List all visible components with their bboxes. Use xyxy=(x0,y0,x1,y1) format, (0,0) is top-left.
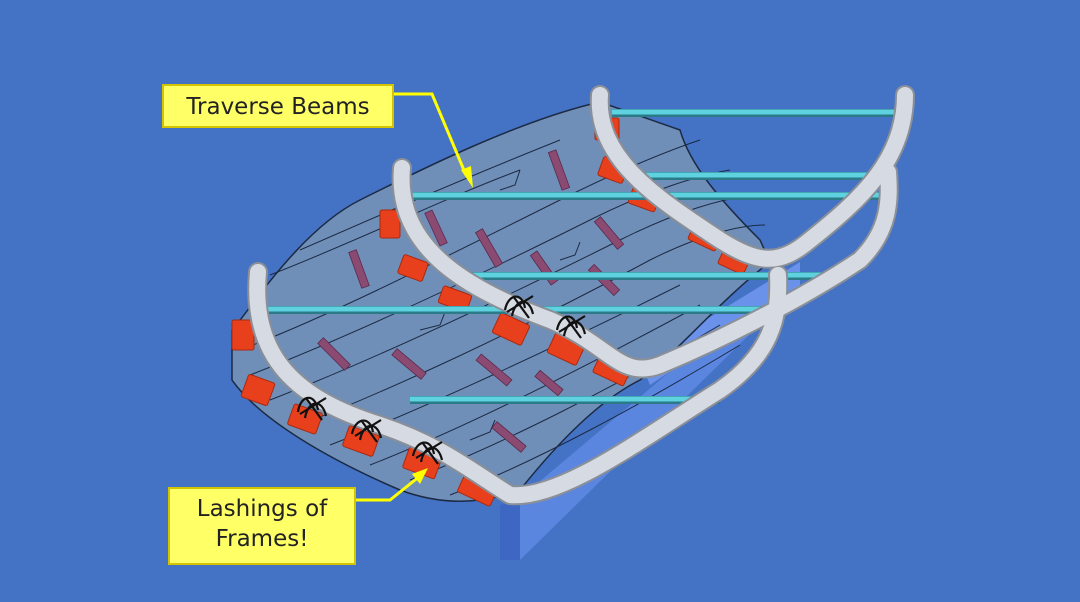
traverse-beams-label: Traverse Beams xyxy=(186,94,370,120)
lashings-callout: Lashings of Frames! xyxy=(168,487,356,565)
lashings-label-line1: Lashings of xyxy=(196,496,328,522)
lashings-arrow xyxy=(356,474,421,502)
hull-frames xyxy=(247,85,915,506)
frame-lashings xyxy=(296,295,587,465)
traverse-beams-callout: Traverse Beams xyxy=(162,84,394,128)
floor-marks xyxy=(317,149,625,453)
lashings-label-line2: Frames! xyxy=(215,525,309,552)
beams-arrow-head xyxy=(461,166,473,188)
callout-arrows xyxy=(356,92,473,502)
beams-arrow xyxy=(394,92,468,176)
lashings-arrow-head xyxy=(412,468,428,484)
